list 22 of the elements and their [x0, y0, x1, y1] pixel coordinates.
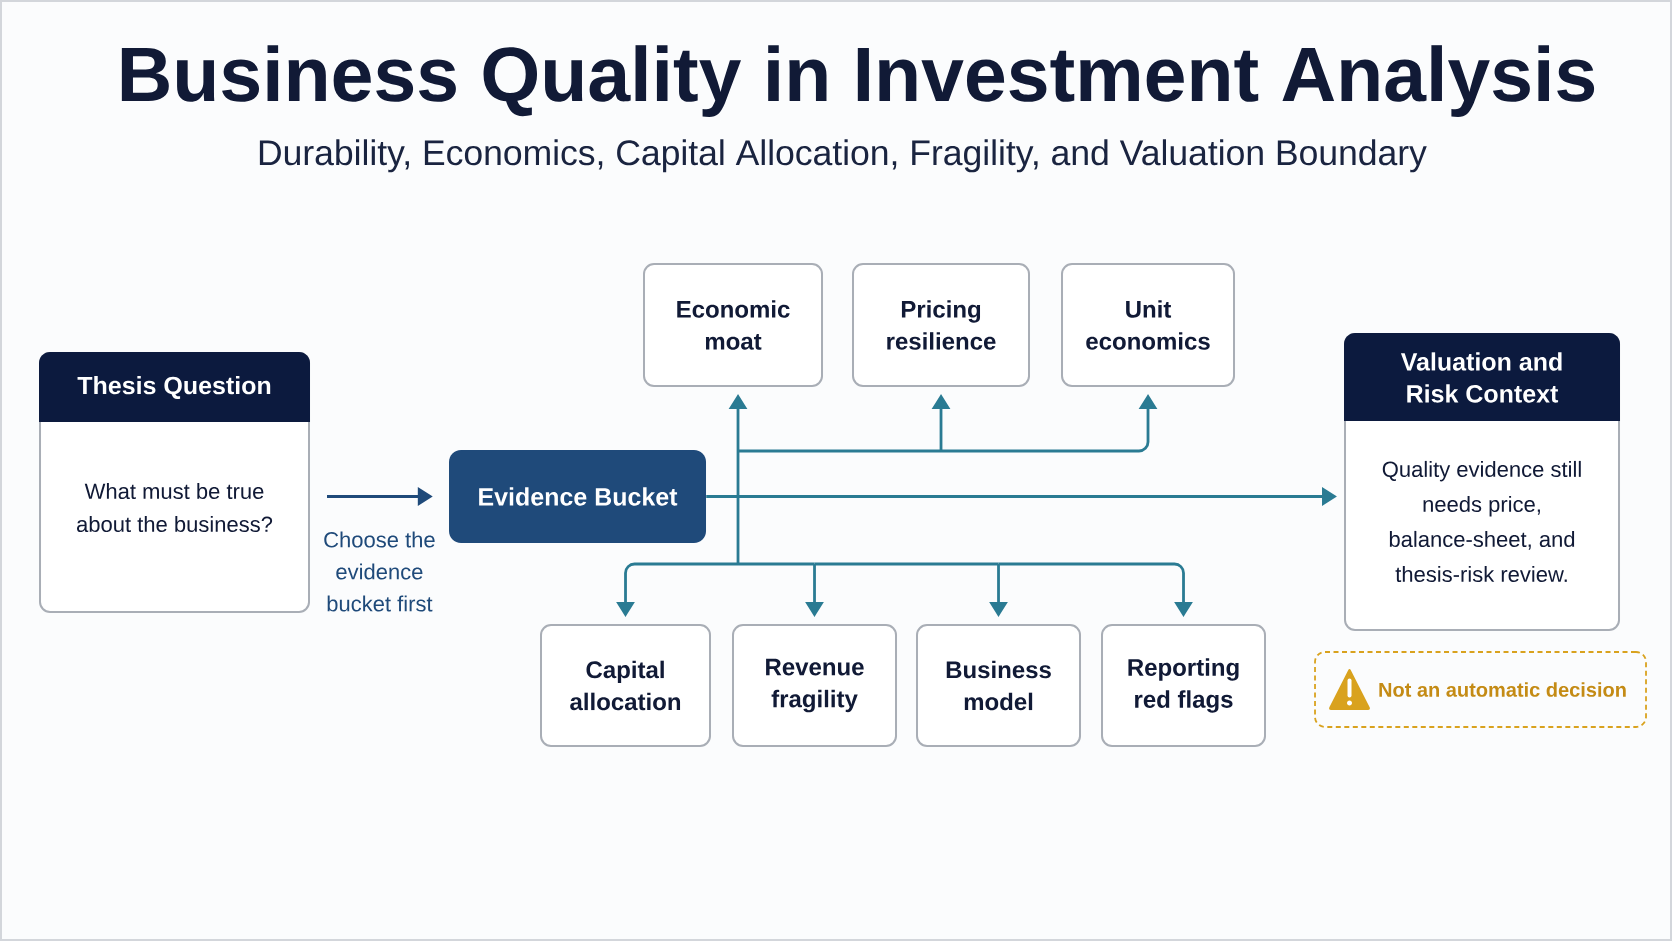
topic-box: Pricing resilience [852, 263, 1030, 387]
header-band: Valuation and Risk Context [1344, 333, 1620, 421]
topic-box: Business model [916, 624, 1081, 747]
connector-line [706, 495, 738, 498]
body-text: What must be true about the business? [77, 482, 273, 533]
topic-box: Revenue fragility [732, 624, 897, 747]
warning-note: Not an automatic decision [1314, 651, 1647, 728]
edge-label: Choose the evidence bucket first [313, 530, 446, 613]
subtitle: Durability, Economics, Capital Allocation, Fragility, and Valuation Boundary [259, 139, 1427, 173]
topic-box: Capital allocation [540, 624, 711, 747]
connector-line [736, 496, 740, 564]
hub-box: Evidence Bucket [449, 450, 706, 543]
header-band: Thesis Question [39, 352, 310, 422]
body-text: Quality evidence still needs price, balance-sheet, and thesis-risk review. [1382, 460, 1581, 583]
topic-box: Unit economics [1061, 263, 1235, 387]
topic-box: Reporting red flags [1101, 624, 1266, 747]
connector-line [738, 562, 815, 566]
title: Business Quality in Investment Analysis [121, 45, 1595, 117]
topic-box: Economic moat [643, 263, 823, 387]
connector-line [736, 451, 740, 497]
connector-line [738, 449, 941, 453]
connector-line [814, 562, 999, 566]
